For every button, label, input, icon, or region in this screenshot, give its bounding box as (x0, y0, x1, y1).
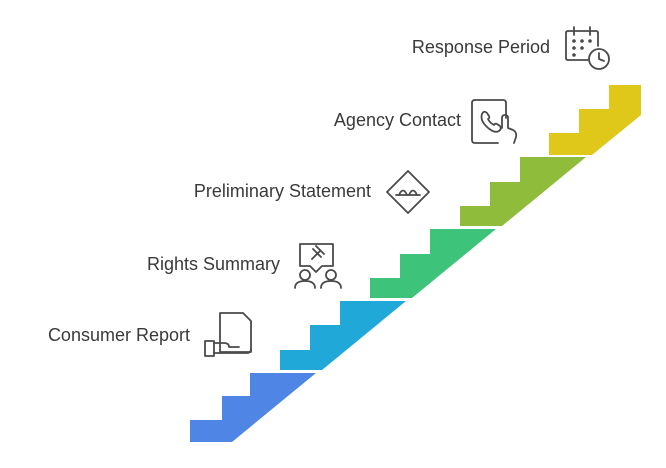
document-in-hand-icon (204, 312, 252, 357)
step-label-rights-summary: Rights Summary (146, 254, 280, 274)
stair-segment-2 (280, 301, 406, 370)
stair-segment-5 (549, 85, 641, 155)
people-discussion-gavel-icon (294, 243, 342, 289)
stair-segment-1 (190, 373, 316, 442)
step-label-agency-contact: Agency Contact (333, 110, 461, 130)
step-label-preliminary-statement: Preliminary Statement (193, 181, 371, 201)
road-bump-sign-icon (386, 170, 430, 214)
step-label-response-period: Response Period (411, 37, 550, 57)
step-label-consumer-report: Consumer Report (47, 325, 190, 345)
stair-segment-4 (460, 157, 586, 226)
calendar-clock-icon (565, 26, 610, 70)
stair-segment-3 (370, 229, 496, 298)
phone-tap-icon (471, 99, 518, 144)
